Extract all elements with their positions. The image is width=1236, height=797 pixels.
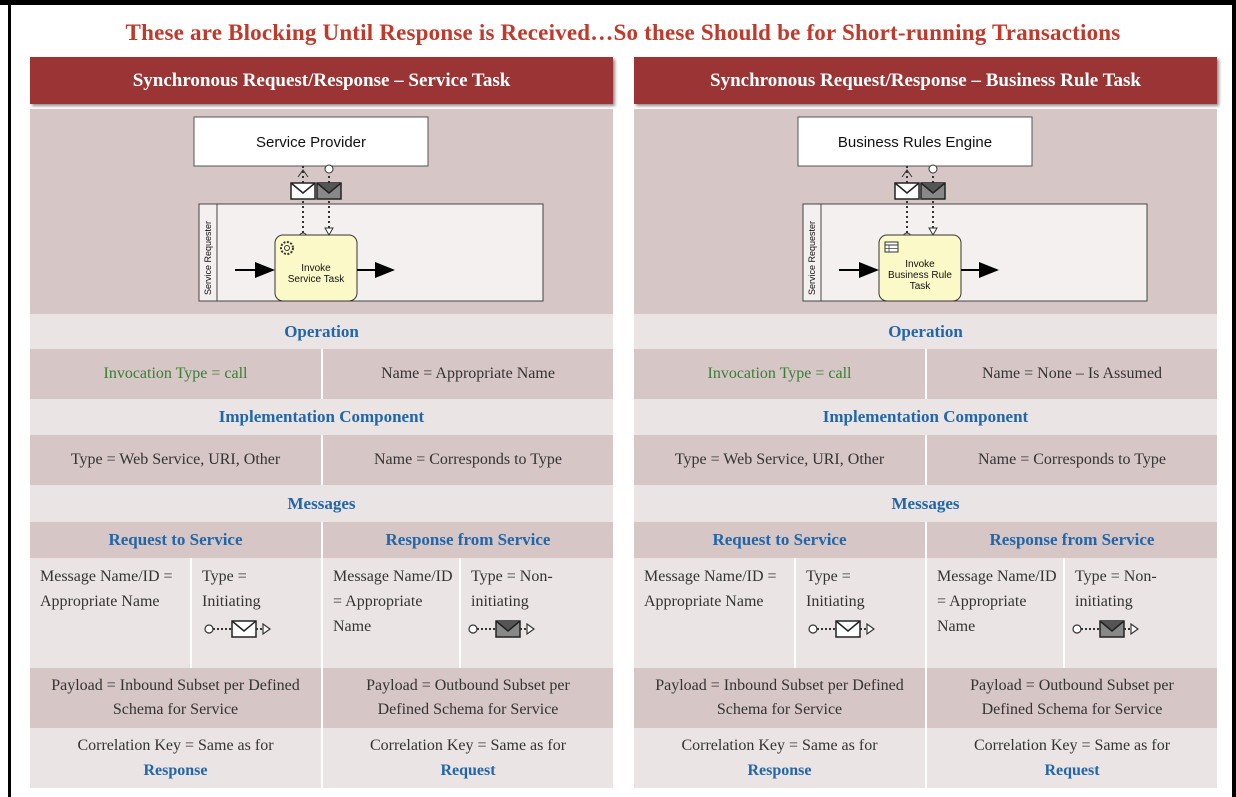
initiating-message-flow-icon xyxy=(204,620,272,638)
response-correlation-text: Correlation Key = Same as for xyxy=(973,737,1171,754)
response-correlation-text: Correlation Key = Same as for xyxy=(369,737,567,754)
bpmn-diagram-svg: Service Provider Service Requester xyxy=(193,116,544,302)
response-type-label: Type = Non-initiating xyxy=(1075,568,1157,610)
request-heading: Request to Service xyxy=(30,522,321,558)
response-message-name: Message Name/ID = Appropriate Name xyxy=(927,558,1063,668)
initiating-message-flow-icon xyxy=(808,620,876,638)
divider xyxy=(321,435,323,485)
messages-heading: Messages xyxy=(30,485,613,522)
divider xyxy=(321,728,323,788)
divider xyxy=(925,522,927,558)
divider xyxy=(925,668,927,728)
panel-header: Synchronous Request/Response – Business … xyxy=(634,57,1217,104)
divider xyxy=(321,668,323,728)
frame-right-border xyxy=(1232,5,1236,797)
task-label-line2: Service Task xyxy=(288,274,346,285)
response-payload: Payload = Outbound Subset per Defined Sc… xyxy=(323,668,613,728)
provider-label: Business Rules Engine xyxy=(838,134,992,151)
response-heading: Response from Service xyxy=(927,522,1217,558)
divider xyxy=(794,558,796,668)
response-heading: Response from Service xyxy=(323,522,613,558)
response-message-type: Type = Non-initiating xyxy=(1065,558,1217,668)
implementation-name: Name = Corresponds to Type xyxy=(323,435,613,485)
frame-left-border xyxy=(8,5,11,797)
invocation-type: Invocation Type = call xyxy=(30,349,321,399)
operation-heading: Operation xyxy=(30,314,613,349)
request-payload: Payload = Inbound Subset per Defined Sch… xyxy=(30,668,321,728)
service-task-panel: Synchronous Request/Response – Service T… xyxy=(30,57,613,788)
frame-top-border xyxy=(0,0,1236,5)
implementation-type: Type = Web Service, URI, Other xyxy=(634,435,925,485)
divider xyxy=(321,558,323,668)
implementation-heading: Implementation Component xyxy=(634,399,1217,435)
message-icon-response xyxy=(920,182,946,200)
divider xyxy=(190,558,192,668)
request-correlation-target: Response xyxy=(747,762,812,779)
implementation-name: Name = Corresponds to Type xyxy=(927,435,1217,485)
task-label-line3: Task xyxy=(910,281,932,292)
messages-heading: Messages xyxy=(634,485,1217,522)
request-message-type: Type = Initiating xyxy=(796,558,925,668)
bpmn-diagram: Service Provider Service Requester xyxy=(30,109,613,314)
implementation-heading: Implementation Component xyxy=(30,399,613,435)
request-correlation-key: Correlation Key = Same as for Response xyxy=(30,728,321,788)
response-message-type: Type = Non-initiating xyxy=(461,558,613,668)
divider xyxy=(925,558,927,668)
request-correlation-text: Correlation Key = Same as for xyxy=(77,737,274,754)
invocation-type: Invocation Type = call xyxy=(634,349,925,399)
response-correlation-key: Correlation Key = Same as for Request xyxy=(927,728,1217,788)
request-payload: Payload = Inbound Subset per Defined Sch… xyxy=(634,668,925,728)
banner-title: These are Blocking Until Response is Rec… xyxy=(125,20,1121,45)
request-correlation-text: Correlation Key = Same as for xyxy=(681,737,878,754)
divider xyxy=(1063,558,1065,668)
response-payload: Payload = Outbound Subset per Defined Sc… xyxy=(927,668,1217,728)
operation-name: Name = None – Is Assumed xyxy=(927,349,1217,399)
divider xyxy=(925,349,927,399)
response-correlation-target: Request xyxy=(1044,762,1100,779)
divider xyxy=(925,435,927,485)
bpmn-diagram-svg: Business Rules Engine Service Requester xyxy=(797,116,1148,302)
request-type-label: Type = Initiating xyxy=(202,568,261,610)
response-type-label: Type = Non-initiating xyxy=(471,568,553,610)
provider-label: Service Provider xyxy=(256,134,366,151)
divider xyxy=(459,558,461,668)
response-message-name: Message Name/ID = Appropriate Name xyxy=(323,558,459,668)
table-icon xyxy=(884,241,899,253)
gear-icon xyxy=(280,241,294,255)
panel-header: Synchronous Request/Response – Service T… xyxy=(30,57,613,104)
business-rule-task-panel: Synchronous Request/Response – Business … xyxy=(634,57,1217,788)
operation-name: Name = Appropriate Name xyxy=(323,349,613,399)
message-icon-request xyxy=(894,182,920,200)
request-message-name: Message Name/ID = Appropriate Name xyxy=(30,558,190,668)
message-icon-request xyxy=(290,182,316,200)
bpmn-diagram: Business Rules Engine Service Requester xyxy=(634,109,1217,314)
response-correlation-key: Correlation Key = Same as for Request xyxy=(323,728,613,788)
divider xyxy=(321,349,323,399)
lane-label: Service Requester xyxy=(203,221,213,295)
request-correlation-target: Response xyxy=(143,762,208,779)
request-type-label: Type = Initiating xyxy=(806,568,865,610)
task-label-line1: Invoke xyxy=(301,263,331,274)
request-correlation-key: Correlation Key = Same as for Response xyxy=(634,728,925,788)
message-icon-response xyxy=(316,182,342,200)
non-initiating-message-flow-icon xyxy=(1072,620,1140,638)
request-heading: Request to Service xyxy=(634,522,925,558)
task-label-line1: Invoke xyxy=(905,259,935,270)
lane-label: Service Requester xyxy=(807,221,817,295)
task-label-line2: Business Rule xyxy=(888,270,952,281)
divider xyxy=(321,522,323,558)
divider xyxy=(925,728,927,788)
response-correlation-target: Request xyxy=(440,762,496,779)
implementation-type: Type = Web Service, URI, Other xyxy=(30,435,321,485)
operation-heading: Operation xyxy=(634,314,1217,349)
non-initiating-message-flow-icon xyxy=(468,620,536,638)
request-message-type: Type = Initiating xyxy=(192,558,321,668)
request-message-name: Message Name/ID = Appropriate Name xyxy=(634,558,794,668)
